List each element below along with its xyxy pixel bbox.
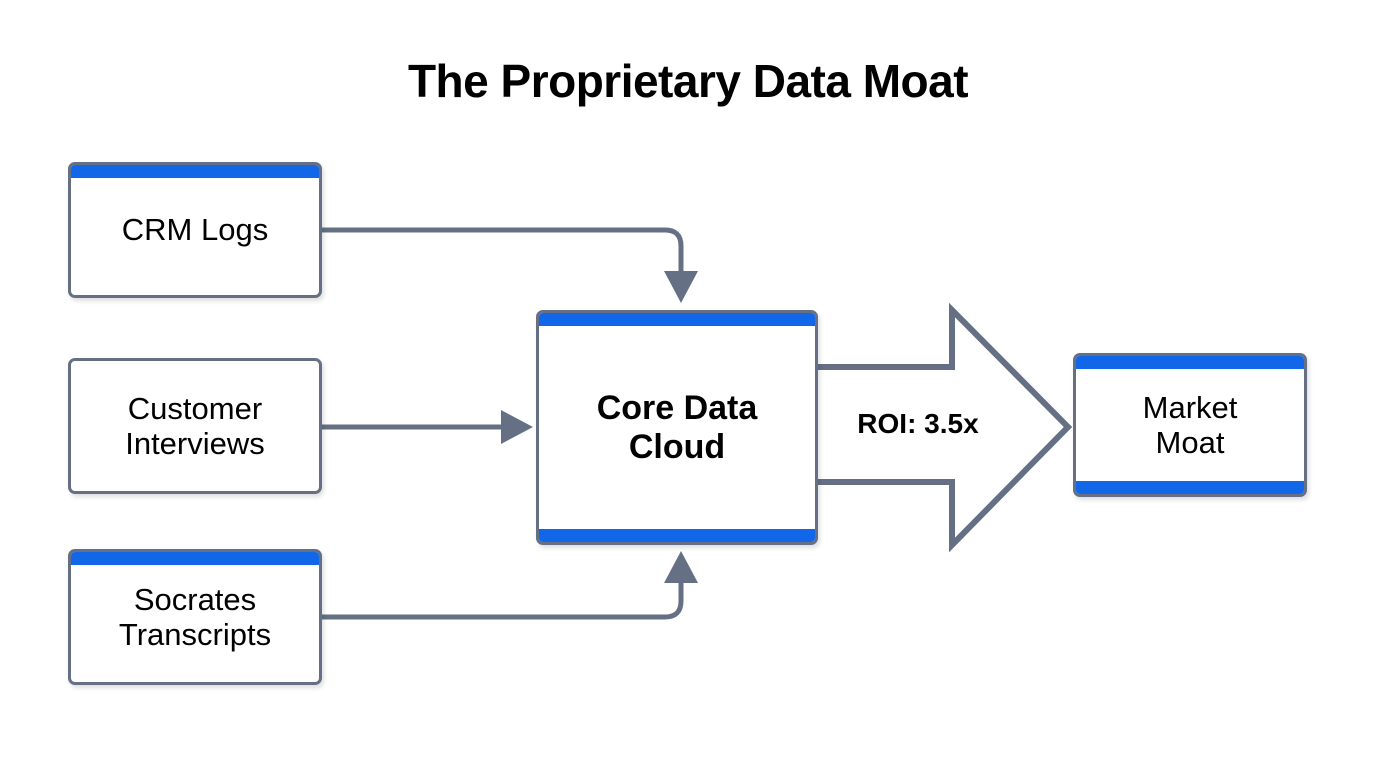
accent-bar-bottom bbox=[1076, 481, 1304, 494]
node-label: Market Moat bbox=[1142, 389, 1238, 460]
connector-socrates-to-core bbox=[322, 551, 698, 620]
page-title: The Proprietary Data Moat bbox=[407, 55, 969, 107]
node-label: Socrates Transcripts bbox=[118, 581, 272, 652]
accent-bar-bottom bbox=[539, 529, 815, 542]
connector-customer-interviews-to-core bbox=[322, 410, 533, 444]
roi-label: ROI: 3.5x bbox=[857, 408, 979, 439]
connector-crm-logs-to-core bbox=[322, 227, 698, 303]
node-label: Core Data Cloud bbox=[596, 389, 758, 466]
arrowhead-down-icon bbox=[664, 271, 698, 303]
node-crm-logs[interactable]: CRM Logs bbox=[68, 162, 322, 298]
node-label: CRM Logs bbox=[121, 212, 269, 248]
accent-bar-top bbox=[71, 165, 319, 178]
node-market-moat[interactable]: Market Moat bbox=[1073, 353, 1307, 497]
accent-bar-top bbox=[1076, 356, 1304, 369]
node-customer-interviews[interactable]: Customer Interviews bbox=[68, 358, 322, 494]
arrowhead-right-icon bbox=[501, 410, 533, 444]
arrowhead-up-icon bbox=[664, 551, 698, 583]
node-label: Customer Interviews bbox=[125, 390, 265, 461]
node-core-data-cloud[interactable]: Core Data Cloud bbox=[536, 310, 818, 545]
accent-bar-top bbox=[539, 313, 815, 326]
accent-bar-top bbox=[71, 552, 319, 565]
node-socrates-transcripts[interactable]: Socrates Transcripts bbox=[68, 549, 322, 685]
block-arrow-core-to-market-moat bbox=[818, 302, 1073, 553]
